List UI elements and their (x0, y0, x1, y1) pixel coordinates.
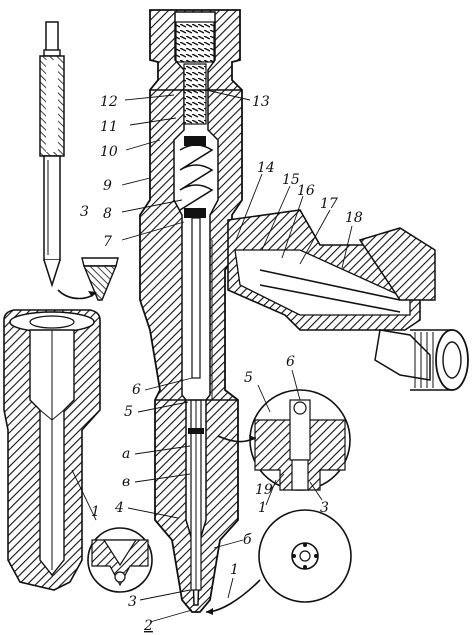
callout-4: 4 (114, 500, 124, 516)
callout-7: 7 (103, 234, 112, 250)
callout-labels: 12 11 10 9 8 7 13 14 15 16 17 18 3 6 5 а… (80, 94, 363, 634)
callout-17: 17 (320, 196, 338, 212)
needle-drawing (39, 21, 65, 288)
callout-5-zoom: 5 (244, 370, 253, 386)
injector-body (139, 9, 243, 613)
callout-13: 13 (252, 94, 270, 110)
callout-2: 2 (143, 618, 153, 634)
callout-12: 12 (100, 94, 118, 110)
nozzle-end-view (205, 509, 352, 615)
callout-18: 18 (345, 210, 363, 226)
callout-1-tip: 1 (230, 562, 239, 578)
callout-14: 14 (257, 160, 275, 176)
inlet-fitting (227, 209, 469, 391)
callout-6-body: 6 (132, 382, 141, 398)
callout-b: б (243, 532, 252, 548)
callout-3-zoom: 3 (320, 500, 329, 516)
callout-3-needle: 3 (80, 204, 89, 220)
callout-3-tip: 3 (128, 594, 137, 610)
needle-tip-detail (57, 257, 119, 301)
callout-v: в (122, 474, 130, 490)
leader-lines (71, 89, 353, 623)
nozzle-seat-detail (87, 527, 153, 593)
callout-9: 9 (103, 178, 112, 194)
callout-a: а (122, 446, 130, 462)
callout-19: 19 (255, 482, 273, 498)
callout-16: 16 (297, 183, 315, 199)
callout-10: 10 (100, 144, 118, 160)
sprayer-body-cutaway (3, 309, 101, 591)
callout-8: 8 (103, 206, 112, 222)
callout-6-zoom: 6 (286, 354, 295, 370)
callout-15: 15 (282, 172, 300, 188)
spring (179, 144, 214, 211)
callout-5-body: 5 (124, 404, 133, 420)
nozzle-tip-zoom (217, 389, 351, 491)
callout-1-zoom: 1 (258, 500, 267, 516)
callout-1-left: 1 (91, 504, 100, 520)
callout-11: 11 (100, 119, 118, 135)
